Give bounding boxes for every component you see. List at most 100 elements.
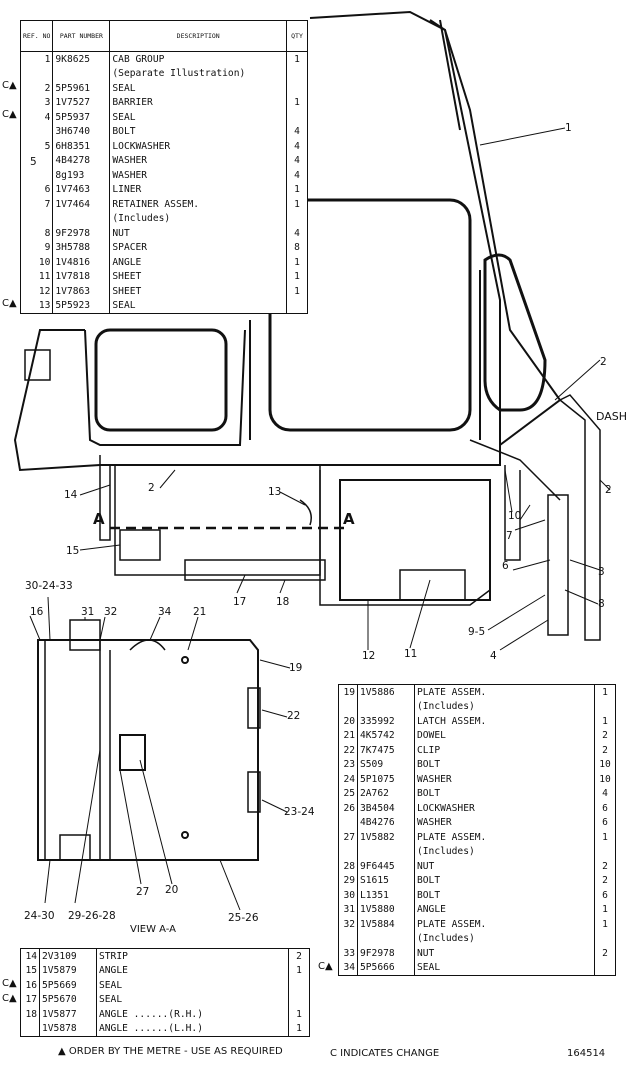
description-cell: ANGLE: [414, 902, 595, 917]
part-number-cell: 335992: [357, 714, 415, 729]
qty-cell: [595, 932, 616, 947]
part-number-cell: [357, 844, 415, 859]
part-number-cell: 9K8625: [52, 51, 111, 67]
description-cell: SEAL: [414, 960, 595, 976]
change-mark: C▲: [2, 297, 17, 309]
ref-cell: 34: [338, 960, 358, 976]
part-callout: 30-24-33: [25, 580, 73, 592]
ref-cell: [20, 211, 54, 226]
view-label: VIEW A-A: [130, 924, 177, 935]
description-cell: LOCKWASHER: [109, 139, 287, 154]
part-callout: 25-26: [228, 912, 259, 924]
part-callout: 31: [81, 606, 95, 618]
dash-label: DASH: [596, 410, 628, 423]
description-cell: BOLT: [414, 888, 595, 903]
qty-cell: 4: [602, 788, 608, 800]
part-number-cell: 2V3109: [39, 948, 97, 964]
part-number-cell: S509: [357, 757, 415, 772]
description-cell: ANGLE ......(R.H.): [96, 1007, 289, 1022]
part-callout: 10: [508, 510, 522, 522]
ref-cell: [338, 699, 358, 714]
ref-cell: 32: [338, 917, 358, 932]
ref-cell: 1: [20, 51, 54, 67]
part-number-cell: 4K5742: [357, 728, 415, 743]
part-callout: 29-26-28: [68, 910, 116, 922]
ref-cell: 33: [338, 946, 358, 961]
part-number-cell: [52, 66, 111, 81]
description-cell: BOLT: [414, 757, 595, 772]
table-header: REF. NO PART NUMBER DESCRIPTION QTY: [20, 20, 308, 52]
qty-cell: 8: [294, 242, 300, 254]
ref-cell: 16: [20, 978, 40, 993]
ref-cell: [20, 1021, 40, 1037]
part-number-cell: 2A762: [357, 786, 415, 801]
change-mark: C▲: [318, 960, 333, 972]
part-number-cell: 1V5886: [357, 684, 415, 700]
part-number-cell: 1V7863: [52, 284, 111, 299]
qty-cell: [287, 212, 308, 227]
ref-cell: 15: [20, 963, 40, 978]
description-cell: WASHER: [109, 168, 287, 183]
qty-cell: 4: [294, 227, 300, 239]
part-callout: 2: [600, 356, 607, 368]
description-cell: (Includes): [109, 211, 287, 226]
description-cell: WASHER: [109, 153, 287, 168]
description-cell: LATCH ASSEM.: [414, 714, 595, 729]
ref-cell: 21: [338, 728, 358, 743]
qty-cell: 6: [602, 802, 608, 814]
part-number-cell: 3H5788: [52, 240, 111, 255]
qty-cell: [287, 110, 308, 125]
part-number-cell: 1V5884: [357, 917, 415, 932]
description-cell: BOLT: [414, 873, 595, 888]
description-cell: LOCKWASHER: [414, 801, 595, 816]
qty-cell: [595, 845, 616, 860]
ref-cell: 11: [20, 269, 54, 284]
qty-cell: 4: [294, 155, 300, 167]
part-callout: 11: [404, 648, 418, 660]
part-number-cell: S1615: [357, 873, 415, 888]
qty-cell: 1: [296, 1023, 302, 1035]
description-cell: BOLT: [414, 786, 595, 801]
description-cell: NUT: [414, 946, 595, 961]
ref-cell: 14: [20, 948, 40, 964]
qty-cell: 10: [599, 759, 611, 771]
part-callout: 18: [276, 596, 290, 608]
part-number-cell: 5P5670: [39, 992, 97, 1007]
description-cell: NUT: [109, 226, 287, 241]
part-number-cell: 4B4276: [357, 815, 415, 830]
qty-cell: [595, 700, 616, 715]
part-callout: 9-5: [468, 626, 486, 638]
qty-cell: [595, 961, 616, 976]
part-number-cell: 5P5669: [39, 978, 97, 993]
qty-cell: [287, 81, 308, 96]
description-cell: (Separate Illustration): [109, 66, 287, 81]
ref-cell: 9: [20, 240, 54, 255]
change-mark: C▲: [2, 992, 17, 1004]
part-callout: 34: [158, 606, 172, 618]
part-number-cell: 9F2978: [52, 226, 111, 241]
part-callout: 23-24: [284, 806, 315, 818]
part-callout: 3: [598, 566, 605, 578]
part-callout: 24-30: [24, 910, 55, 922]
ref-cell: 12: [20, 284, 54, 299]
part-number-cell: 1V7527: [52, 95, 111, 110]
description-cell: SEAL: [109, 298, 287, 314]
